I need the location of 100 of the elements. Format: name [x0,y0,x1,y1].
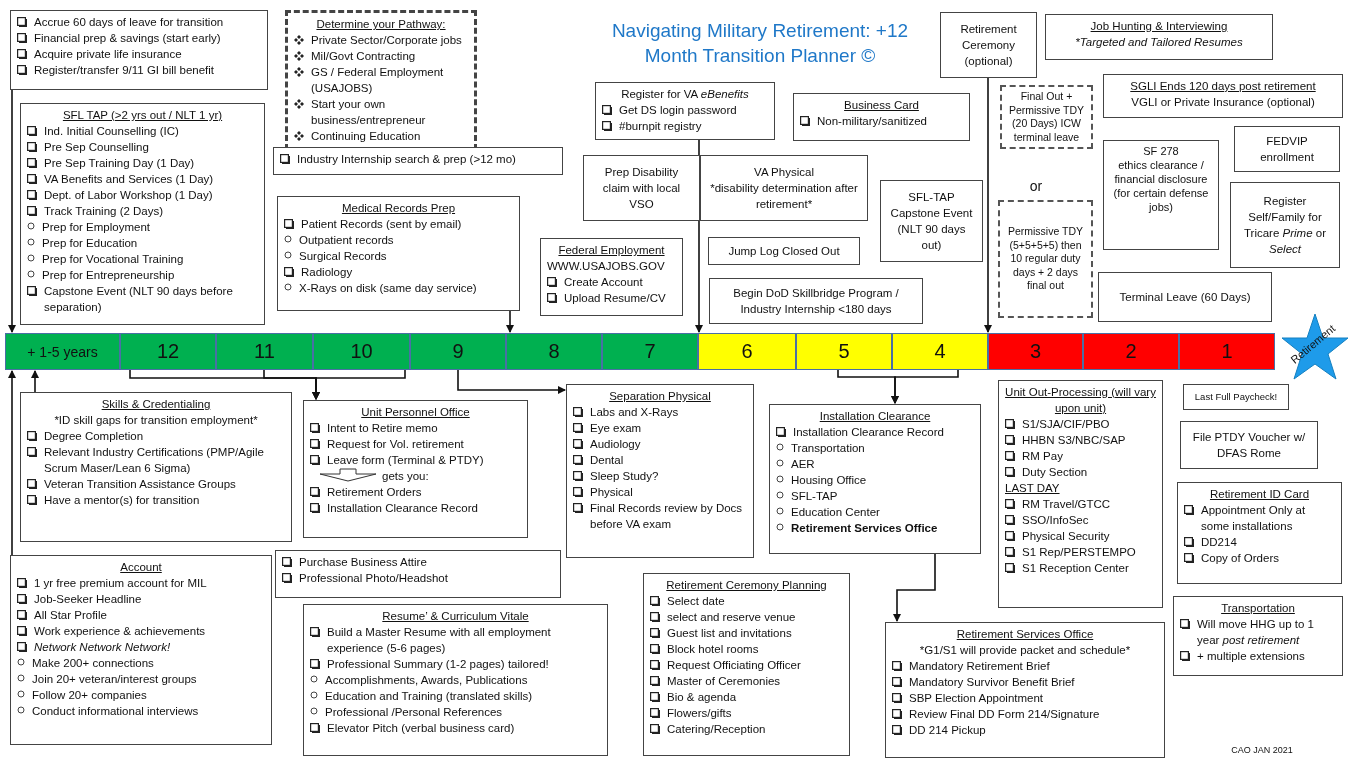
checklist-box [1177,482,1342,584]
list-item: Register/transfer 9/11 GI bill benefit [34,63,215,78]
list-item: Prep for Entrepreneurship [42,268,175,283]
box-text: VGLI or Private Insurance (optional) [1130,95,1316,110]
list-item: Block hotel rooms [667,642,759,657]
list-item: Retirement Orders [327,485,422,500]
list-item: GS / Federal Employment (USAJOBS) [311,65,445,96]
list-item: Mandatory Retirement Brief [909,659,1050,674]
box-text: *disability determination after retirement* [709,181,859,212]
list-item: RM Travel/GTCC [1022,497,1111,512]
month-label: 6 [741,340,753,363]
exam-box [700,155,868,221]
note-box [10,10,268,90]
box-heading: Installation Clearance [818,409,932,424]
list-item: Have a mentor(s) for transition [44,493,200,508]
box-text: *Targeted and Tailored Resumes [1074,35,1244,50]
list-item: Job-Seeker Headline [34,592,142,607]
list-item: Non-military/sanitized [817,114,927,129]
list-item: Network Network Network! [34,640,171,655]
list-item: select and reserve venue [667,610,796,625]
list-item: Duty Section [1022,465,1088,480]
list-item: Will move HHG up to 1 year post retirement [1197,617,1315,648]
month-label: 11 [254,340,275,363]
checklist-box [1103,74,1343,118]
list-item: DD 214 Pickup [909,723,986,738]
list-item: Leave form (Terminal & PTDY) [327,453,484,468]
arrow [891,369,959,404]
timeline-cell [698,333,796,370]
list-item: SSO/InfoSec [1022,513,1089,528]
list-item: Track Training (2 Days) [44,204,164,219]
box-heading: Medical Records Prep [340,201,457,216]
list-item: Select date [667,594,725,609]
note-text: or [1028,178,1044,194]
arrow [506,310,514,333]
note-box [273,147,563,175]
box-text: Begin DoD Skillbridge Program / Industry Internship <180 days [732,286,900,317]
star-marker [1280,312,1350,382]
checklist-box [10,555,272,745]
box-heading: Resume’ & Curriculum Vitale [381,609,530,624]
timeline-cell [313,333,410,370]
list-item: Review Final DD Form 214/Signature [909,707,1100,722]
checklist-box [285,10,477,150]
note-box [1098,272,1272,322]
month-label: 3 [1029,340,1042,363]
box-text: gets you: [382,469,429,484]
list-item: Create Account [564,275,643,290]
list-item: Acquire private life insurance [34,47,182,62]
checklist-box [540,238,683,316]
timeline-cell [410,333,506,370]
list-item: Join 20+ veteran/interest groups [32,672,197,687]
list-item: Prep for Employment [42,220,150,235]
title: Navigating Military Retirement: +12 Month Transition Planner © [610,19,910,68]
checklist-box [769,404,981,554]
box-text: SFL-TAP Capstone Event (NLT 90 days out) [889,190,974,253]
note-box [595,82,775,140]
list-item: Master of Ceremonies [667,674,781,689]
box-text: VA Physical [753,165,815,180]
checklist-box [793,93,970,141]
month-label: 5 [838,340,850,363]
checklist-box [566,384,754,558]
arrow [8,89,16,333]
timeline-cell [988,333,1083,370]
list-item: Prep for Vocational Training [42,252,184,267]
list-item: S1/SJA/CIF/PBO [1022,417,1110,432]
box-heading: Retirement Services Office [955,627,1095,642]
list-item: Labs and X-Rays [590,405,679,420]
month-label: 1 [1221,340,1233,363]
list-item: Get DS login password [619,103,737,118]
box-text: *ID skill gaps for transition employment* [53,413,259,428]
checklist-box [303,604,608,756]
list-item: Patient Records (sent by email) [301,217,462,232]
note-box [880,180,983,262]
list-item: + multiple extensions [1197,649,1305,664]
box-heading: Business Card [843,98,920,113]
note-box [708,237,860,265]
list-item: Radiology [301,265,353,280]
list-item: S1 Reception Center [1022,561,1129,576]
box-heading: LAST DAY [1005,481,1061,496]
arrow [457,369,566,394]
list-item: Degree Completion [44,429,144,444]
month-label: 10 [350,340,373,363]
timeline-cell [602,333,698,370]
month-label: 12 [156,340,180,363]
list-item: Mil/Govt Contracting [311,49,416,64]
list-item: Surgical Records [299,249,387,264]
list-item: SFL-TAP [791,489,838,504]
timeline-cell [1083,333,1179,370]
box-heading: SGLI Ends 120 days post retirement [1129,79,1317,94]
list-item: Accomplishments, Awards, Publications [325,673,528,688]
list-item: Physical Security [1022,529,1110,544]
checklist-box [643,573,850,756]
list-item: HHBN S3/NBC/SAP [1022,433,1126,448]
checklist-box [1173,596,1343,676]
list-item: DD214 [1201,535,1237,550]
list-item: Education Center [791,505,880,520]
list-item: Start your own business/entrepreneur [311,97,427,128]
month-label: 8 [548,340,560,363]
timeline-cell [1179,333,1275,370]
checklist-box [20,392,292,542]
box-text: SF 278 [1142,144,1180,158]
